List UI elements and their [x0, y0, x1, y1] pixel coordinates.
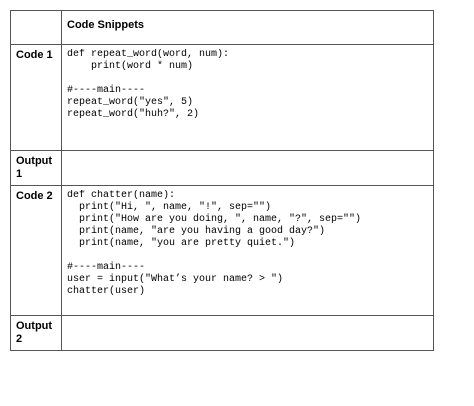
code-cell: def chatter(name): print("Hi, ", name, "…: [61, 185, 434, 316]
table-row-code-1: Code 1 def repeat_word(word, num): print…: [10, 44, 434, 151]
code-snippets-table: Code Snippets Code 1 def repeat_word(wor…: [10, 10, 434, 351]
table-row-output-1: Output 1: [10, 150, 434, 186]
row-label: Output 1: [16, 155, 53, 180]
output-cell: [61, 150, 434, 186]
code-block: def repeat_word(word, num): print(word *…: [67, 49, 230, 120]
row-label-cell: Output 2: [10, 315, 62, 351]
row-label: Code 1: [16, 49, 53, 61]
table-row-output-2: Output 2: [10, 315, 434, 351]
code-block: def chatter(name): print("Hi, ", name, "…: [67, 190, 362, 297]
row-label: Output 2: [16, 320, 53, 345]
row-label-cell: Code 1: [10, 44, 62, 151]
row-label: Code 2: [16, 190, 53, 202]
output-cell: [61, 315, 434, 351]
header-empty-cell: [10, 10, 62, 45]
row-label-cell: Output 1: [10, 150, 62, 186]
table-title: Code Snippets: [67, 19, 145, 31]
code-cell: def repeat_word(word, num): print(word *…: [61, 44, 434, 151]
row-label-cell: Code 2: [10, 185, 62, 316]
table-header-row: Code Snippets: [10, 10, 434, 45]
table-header: Code Snippets: [61, 10, 434, 45]
table-row-code-2: Code 2 def chatter(name): print("Hi, ", …: [10, 185, 434, 316]
